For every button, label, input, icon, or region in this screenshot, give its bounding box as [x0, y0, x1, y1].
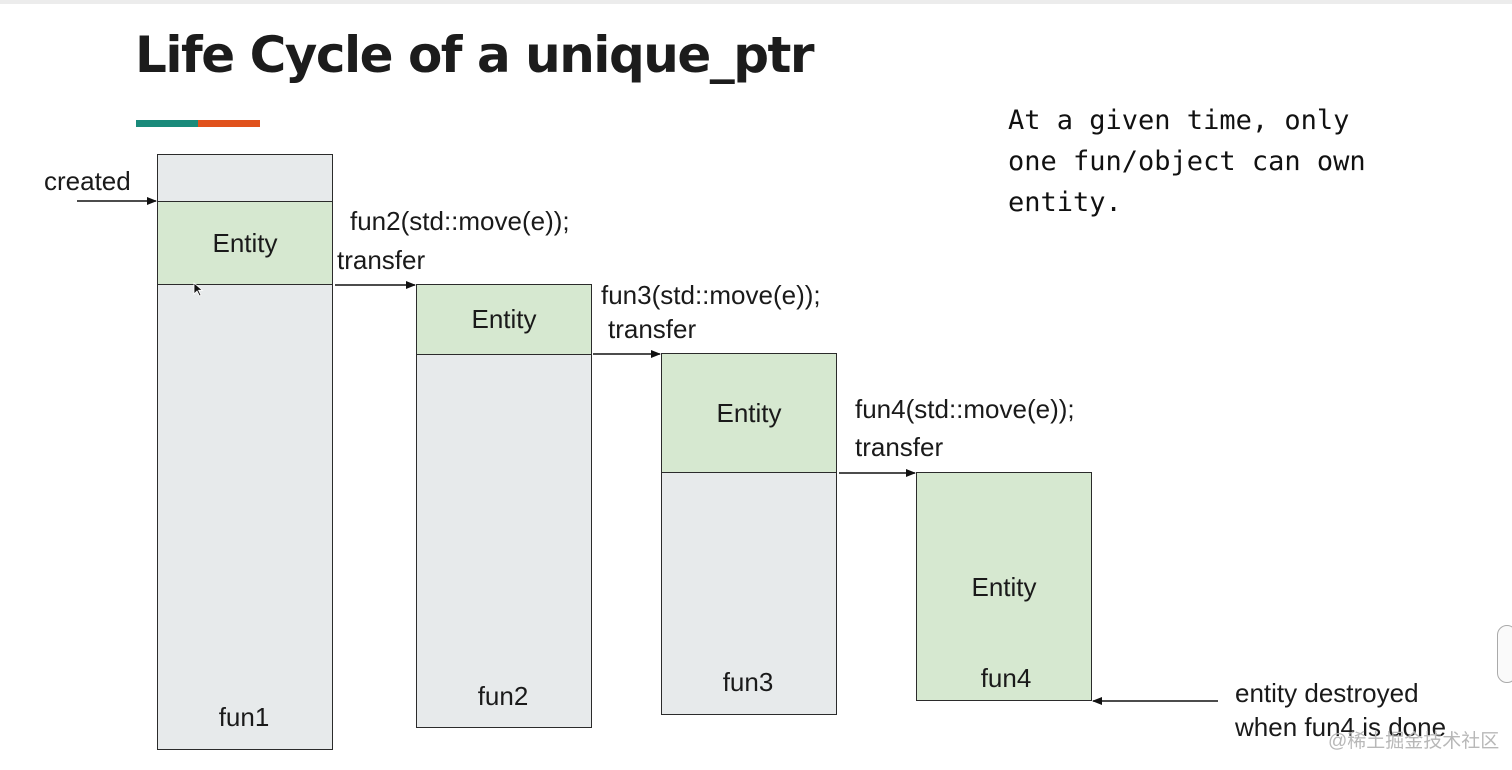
watermark: @稀土掘金技术社区	[1328, 731, 1500, 752]
mouse-cursor-icon	[193, 282, 204, 297]
fun2-call-label: fun2(std::move(e));	[350, 206, 570, 236]
top-strip	[0, 0, 1512, 4]
note-line-1: At a given time, only	[1008, 105, 1350, 136]
fun3-call-label: fun3(std::move(e));	[601, 280, 821, 310]
fun4-frame	[916, 472, 1092, 701]
note-line-3: entity.	[1008, 187, 1122, 218]
destroyed-label-line-1: entity destroyed	[1235, 678, 1419, 708]
fun2-entity: Entity	[416, 284, 592, 355]
fun2-label: fun2	[477, 681, 529, 711]
fun4-call-label: fun4(std::move(e));	[855, 394, 1075, 424]
note-line-2: one fun/object can own	[1008, 146, 1366, 177]
title-accent-teal	[136, 120, 198, 127]
slide-title: Life Cycle of a unique_ptr	[135, 26, 815, 84]
fun4-label: fun4	[980, 663, 1032, 693]
fun1-label: fun1	[218, 702, 270, 732]
fun3-transfer-label: transfer	[608, 314, 697, 344]
ownership-note: At a given time, only one fun/object can…	[1008, 100, 1366, 223]
destroyed-label-line-2: when fun4 is done	[1235, 712, 1447, 742]
fun3-entity: Entity	[661, 353, 837, 473]
fun2-transfer-label: transfer	[337, 245, 426, 275]
created-label: created	[44, 166, 131, 196]
scroll-handle[interactable]	[1497, 625, 1512, 683]
fun4-entity: Entity	[971, 572, 1037, 602]
fun1-entity: Entity	[157, 201, 333, 285]
title-accent-orange	[198, 120, 260, 127]
fun4-transfer-label: transfer	[855, 432, 944, 462]
fun3-label: fun3	[722, 667, 774, 697]
